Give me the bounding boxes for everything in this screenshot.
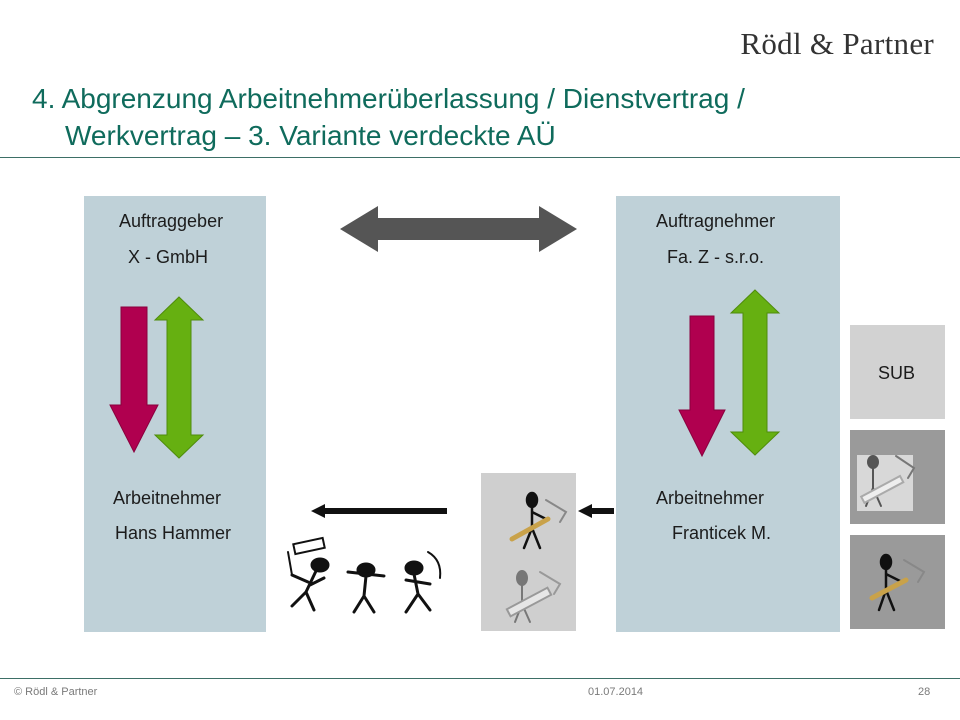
footer-copyright: © Rödl & Partner [14, 686, 98, 698]
client-company-label: X - GmbH [128, 247, 209, 267]
slide-title: 4. Abgrenzung Arbeitnehmerüberlassung / … [32, 80, 912, 154]
worker-hammer-icon-middle-1 [509, 491, 568, 550]
right-instruction-arrow-down [678, 315, 726, 458]
contract-double-arrow [340, 206, 577, 252]
working-figures-icon [287, 536, 442, 614]
contractor-employee-name-label: Franticek M. [672, 523, 772, 543]
subcontractor-label: SUB [878, 363, 916, 383]
contractor-panel [616, 196, 840, 632]
company-logo: Rödl & Partner [740, 26, 934, 61]
title-divider [0, 157, 960, 158]
client-employee-name-label: Hans Hammer [115, 523, 232, 543]
worker-hammer-icon-sub-2 [869, 553, 926, 612]
client-employee-role-label: Arbeitnehmer [113, 488, 222, 508]
footer-page-number: 28 [918, 686, 931, 698]
subcontractor-box: SUB [850, 325, 945, 419]
contractor-employee-role-label: Arbeitnehmer [656, 488, 765, 508]
contractor-role-label: Auftragnehmer [656, 211, 776, 231]
title-line-2: Werkvertrag – 3. Variante verdeckte AÜ [65, 120, 556, 151]
client-role-label: Auftraggeber [119, 211, 224, 231]
footer-date: 01.07.2014 [588, 686, 644, 698]
assignment-arrow-short [578, 504, 614, 518]
assignment-arrow-long [311, 504, 447, 518]
contractor-company-label: Fa. Z - s.r.o. [667, 247, 765, 267]
right-relationship-arrow-updown [729, 289, 781, 456]
worker-hammer-icon-middle-2 [505, 570, 562, 623]
left-instruction-arrow-down [109, 306, 159, 454]
left-relationship-arrow-updown [153, 296, 205, 459]
title-line-1: 4. Abgrenzung Arbeitnehmerüberlassung / … [32, 83, 745, 114]
footer-divider [0, 678, 960, 679]
worker-hammer-icon-sub-1 [857, 455, 916, 511]
